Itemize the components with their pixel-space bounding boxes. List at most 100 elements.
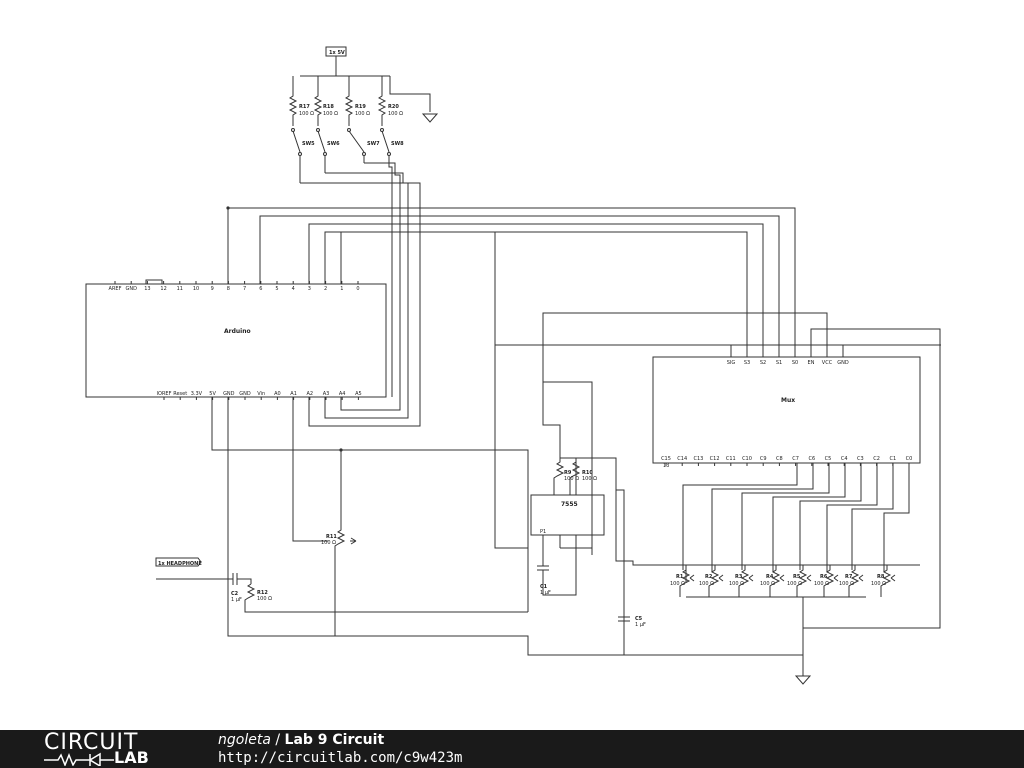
arduino-bottom-pin-label: A0 — [274, 391, 281, 397]
mux-top-pin-label: SIG — [727, 360, 736, 366]
logo-text-top: CIRCUIT — [44, 730, 139, 755]
resistor-r17: R17 100 Ω — [288, 76, 314, 126]
capacitor-c2: C2 1 µF — [231, 573, 242, 603]
potentiometer-value: 100 Ω — [760, 581, 775, 587]
potentiometer-wiper-icon — [858, 574, 864, 582]
wire-d4-mux-s2 — [308, 223, 764, 357]
project-url[interactable]: http://circuitlab.com/c9w423m — [218, 750, 463, 766]
potentiometer-ref: R3 — [735, 574, 743, 580]
arduino-top-pin-label: 9 — [211, 286, 214, 292]
supply-flag-label: 1x 5V — [329, 50, 345, 56]
wire-mux-vcc — [542, 312, 941, 357]
resistor-r10-value: 100 Ω — [582, 476, 597, 482]
resistor-r12-value: 100 Ω — [257, 596, 272, 602]
mux-bottom-pin-label: C10 — [742, 456, 752, 462]
supply-rail — [300, 75, 431, 112]
switch-sw5-label: SW5 — [302, 141, 315, 147]
wire-d8-mux-sig — [227, 207, 796, 357]
wire-mux-to-pot — [799, 463, 862, 570]
mux-top-pin-label: S0 — [792, 360, 798, 366]
wire-sw8 — [388, 160, 393, 397]
capacitor-c5-ref: C5 — [635, 616, 643, 622]
resistor-r19-ref: R19 — [355, 104, 366, 110]
switch-sw6: SW6 — [316, 128, 340, 173]
resistor-r20-value: 100 Ω — [388, 111, 403, 117]
potentiometer-wiper-icon — [833, 574, 839, 582]
arduino-bottom-pin-label: GND — [239, 391, 251, 397]
resistor-r17-ref: R17 — [299, 104, 310, 110]
wire-mux-to-pot — [826, 463, 878, 572]
resistor-r19-value: 100 Ω — [355, 111, 370, 117]
arduino-bottom-pin-label: Vin — [257, 391, 265, 397]
arduino-top-pin-label: 3 — [308, 286, 311, 292]
mux-bottom-pin-label: C8 — [776, 456, 783, 462]
arduino-top-pin-label: 6 — [259, 286, 262, 292]
project-title-line: ngoleta / Lab 9 Circuit — [218, 731, 384, 749]
wire-pot-bank-bottom — [686, 596, 866, 655]
mux-bottom-pin-label: C2 — [873, 456, 880, 462]
resistor-r17-value: 100 Ω — [299, 111, 314, 117]
arduino-top-pin-label: 11 — [177, 286, 183, 292]
arduino-top-pin-label: 4 — [292, 286, 295, 292]
arduino-bottom-pin-label: 5V — [209, 391, 216, 397]
capacitor-c1-value: 1 µF — [540, 590, 551, 596]
mux-bottom-pin-label: C14 — [677, 456, 687, 462]
footer-bar: CIRCUIT LAB ngoleta / Lab 9 Circuit http… — [0, 730, 1024, 768]
switch-sw7: SW7 — [347, 128, 380, 163]
potentiometer-wiper-icon — [718, 574, 724, 582]
potentiometer-body — [708, 565, 720, 597]
mux-bottom-pin-label: C3 — [857, 456, 864, 462]
wire-mux-to-pot — [741, 463, 830, 570]
arduino-top-pin-label: 8 — [227, 286, 230, 292]
potentiometer-body — [679, 565, 691, 597]
resistor-r9-ref: R9 — [564, 470, 572, 476]
capacitor-c1: C1 1 µF — [537, 535, 577, 596]
resistor-r20: R20 100 Ω — [377, 76, 403, 126]
arduino-top-pin-label: 13 — [144, 286, 150, 292]
circuitlab-logo[interactable]: CIRCUIT LAB — [44, 732, 179, 766]
potentiometer-value: 100 Ω — [787, 581, 802, 587]
potentiometer-ref: R2 — [705, 574, 713, 580]
resistor-r12-ref: R12 — [257, 590, 268, 596]
arduino-top-pin-label: 1 — [340, 286, 343, 292]
switch-sw8: SW8 — [380, 128, 404, 160]
wire-sw5 — [300, 182, 421, 427]
mux-bottom-pin-label: C12 — [710, 456, 720, 462]
resistor-r19: R19 100 Ω — [344, 76, 370, 126]
switch-sw6-label: SW6 — [327, 141, 340, 147]
project-title: Lab 9 Circuit — [284, 732, 385, 748]
arduino-bottom-pin-label: 3.3V — [191, 391, 203, 397]
potentiometer-ref: R7 — [845, 574, 853, 580]
resistor-r18-value: 100 Ω — [323, 111, 338, 117]
potentiometer-body — [738, 565, 750, 597]
wire-sw7 — [340, 162, 401, 411]
potentiometer-ref: R5 — [793, 574, 801, 580]
wire-a0-pot — [292, 397, 328, 542]
wire-mux-to-pot — [883, 463, 910, 572]
potentiometer-value: 100 Ω — [839, 581, 854, 587]
capacitor-c1-ref: C1 — [540, 584, 548, 590]
project-author[interactable]: ngoleta — [218, 732, 271, 748]
switch-sw7-label: SW7 — [367, 141, 380, 147]
resistor-r20-ref: R20 — [388, 104, 399, 110]
mux-bottom-pin-label: C11 — [726, 456, 736, 462]
potentiometer-value: 100 Ω — [729, 581, 744, 587]
capacitor-c5: C5 1 µF — [618, 565, 646, 655]
mux-bottom-pin-label: C9 — [760, 456, 767, 462]
wire-mux-to-pot — [711, 463, 814, 572]
resistor-r9: R9 100 Ω — [553, 458, 579, 495]
mux-bottom-pin-label: C15 — [661, 456, 671, 462]
resistor-r18-ref: R18 — [323, 104, 334, 110]
potentiometer-r11: R11 100 Ω — [321, 450, 357, 636]
mux-top-pin-label: VCC — [822, 360, 833, 366]
arduino-bottom-pin-label: Reset — [173, 391, 187, 397]
mux-bottom-pin-number: 13 — [663, 463, 669, 469]
potentiometer-wiper-icon — [779, 574, 785, 582]
mux-top-pin-label: S3 — [744, 360, 750, 366]
mux-bottom-pin-label: C5 — [825, 456, 832, 462]
ground-symbol-bottom — [794, 675, 812, 685]
